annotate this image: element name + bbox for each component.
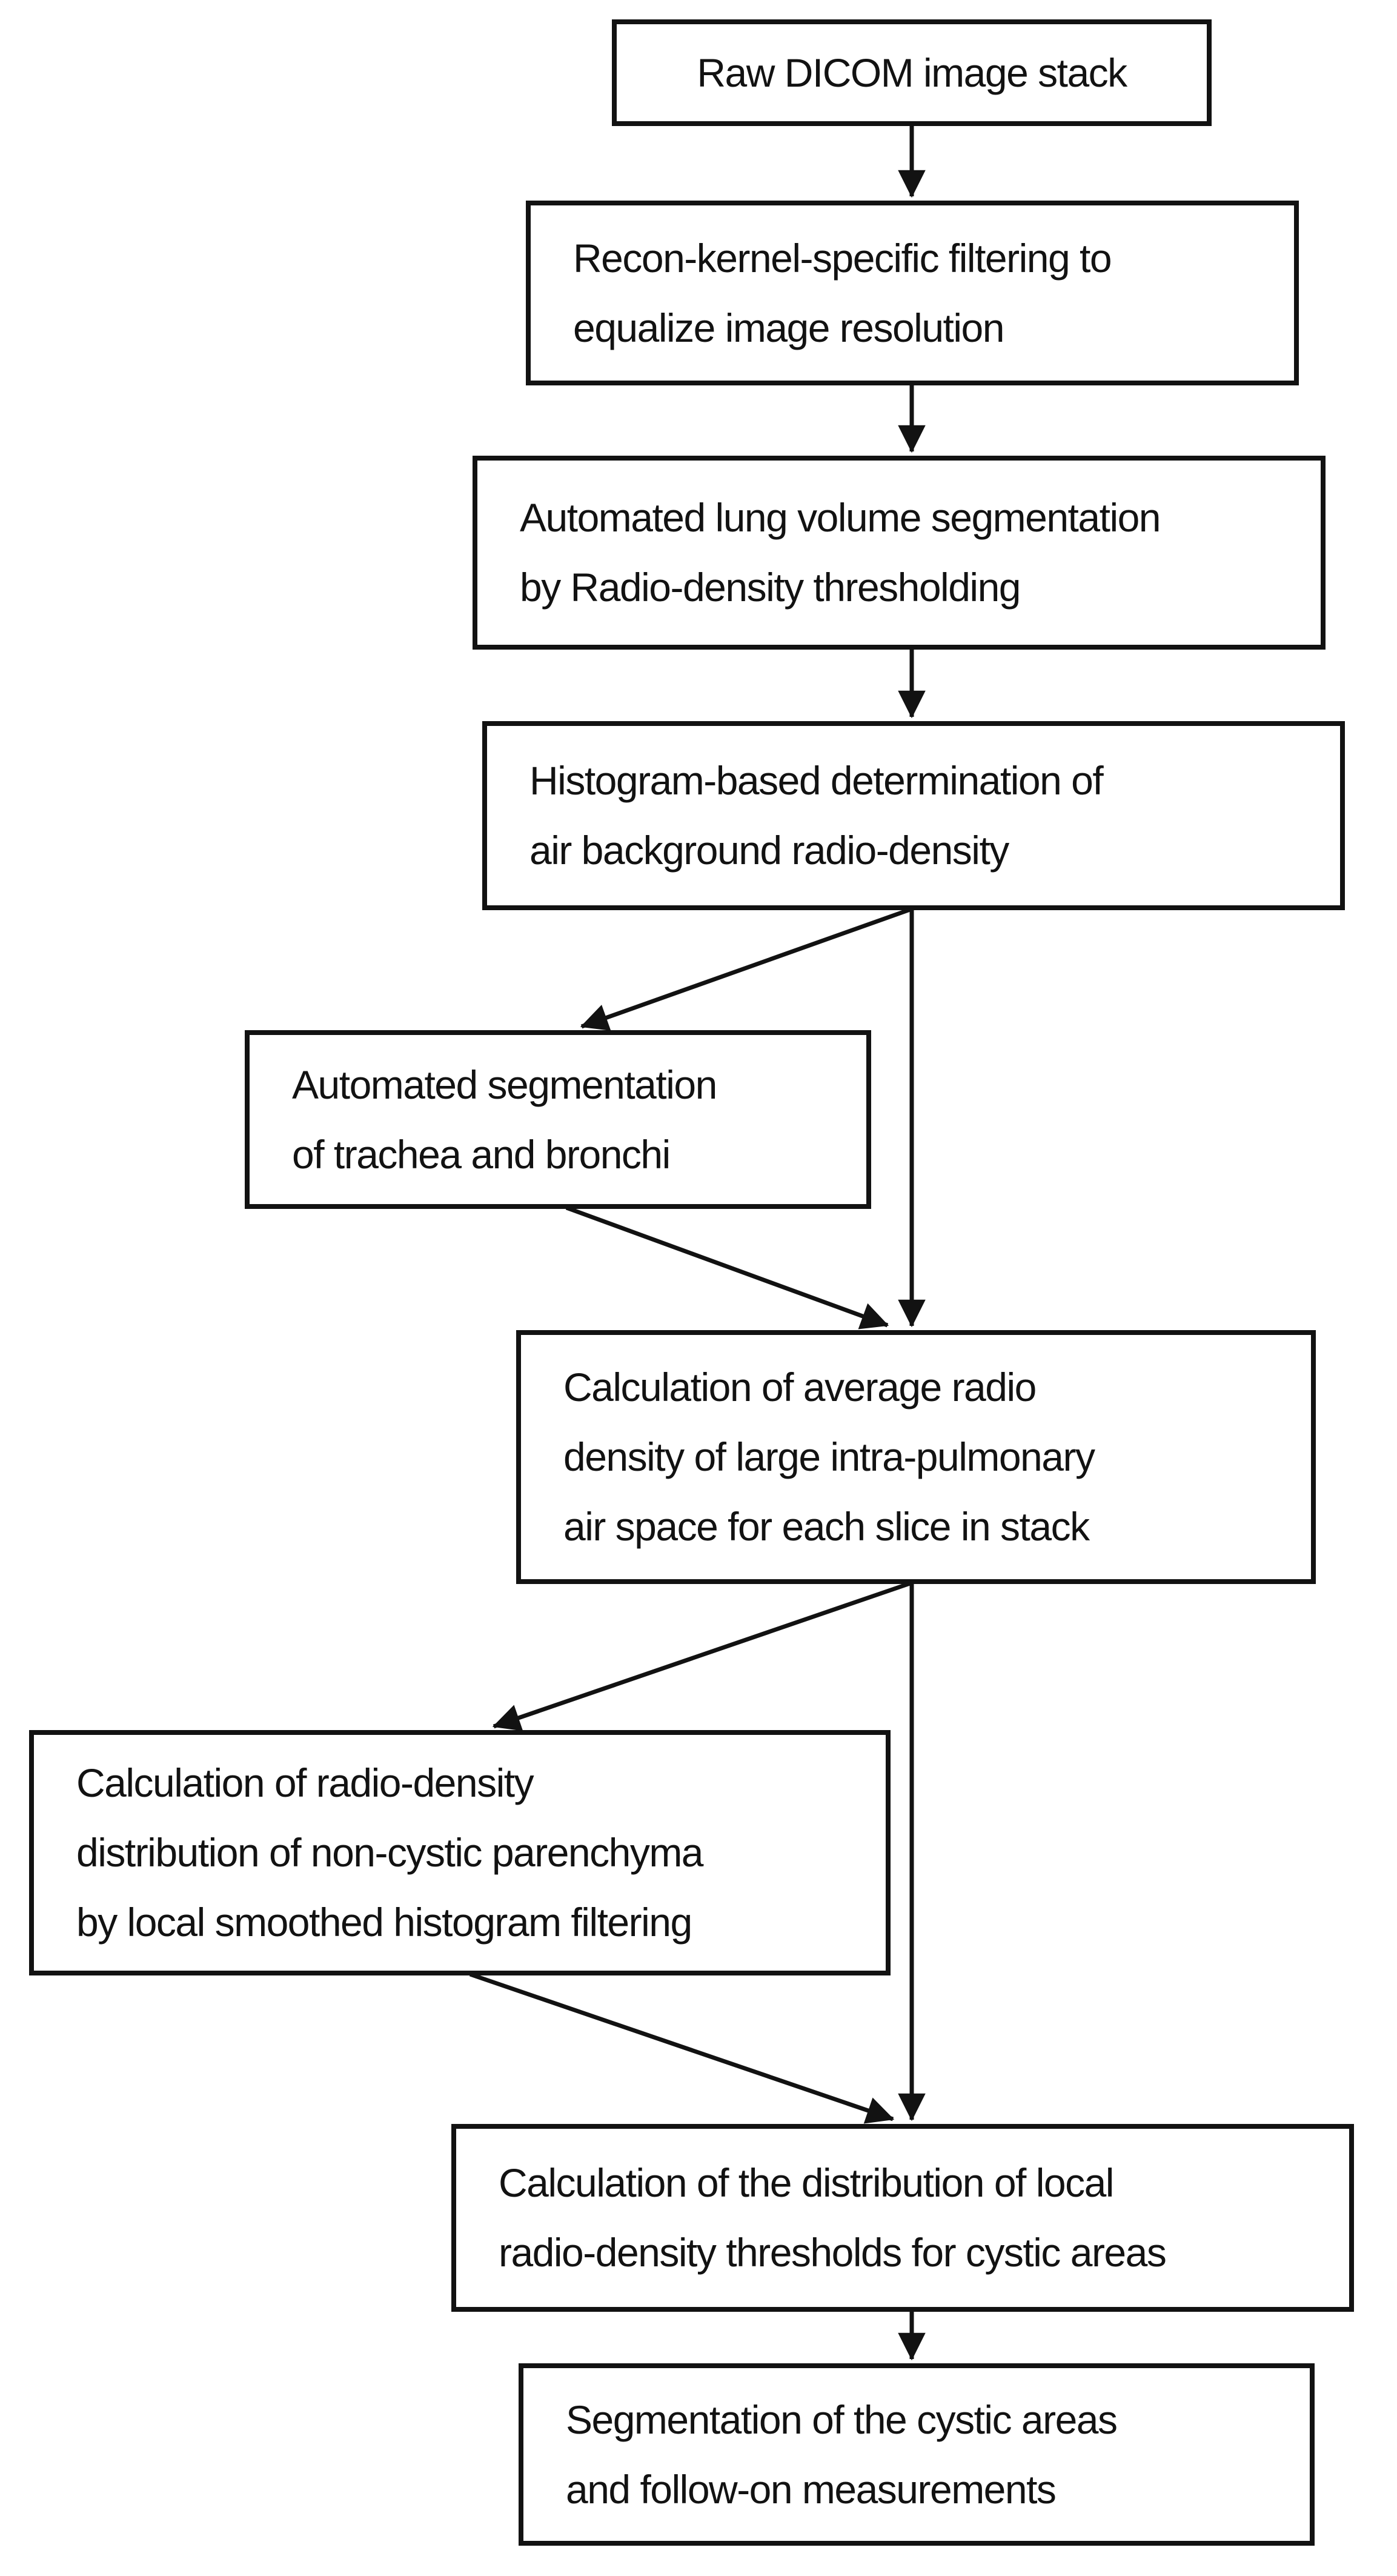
node-text-line: Calculation of average radio	[563, 1365, 1037, 1409]
node-text-line: Recon-kernel-specific filtering to	[573, 235, 1112, 281]
node-text-line: and follow-on measurements	[566, 2466, 1057, 2512]
node-local-cystic-thresholds: Calculation of the distribution of local…	[451, 2124, 1354, 2312]
node-text-line: of trachea and bronchi	[292, 1131, 671, 1177]
node-text-line: Raw DICOM image stack	[697, 50, 1127, 95]
node-text-line: Calculation of radio-density	[76, 1760, 534, 1805]
edge-trachea-to-average	[565, 1205, 889, 1330]
node-text-line: air background radio-density	[529, 828, 1009, 873]
node-non-cystic-parenchyma-distribution: Calculation of radio-density distributio…	[29, 1730, 891, 1975]
node-text-line: Automated segmentation	[292, 1062, 717, 1107]
node-trachea-bronchi-segmentation: Automated segmentation of trachea and br…	[245, 1030, 871, 1209]
node-text-line: Automated lung volume segmentation	[520, 495, 1161, 540]
node-text-line: Histogram-based determination of	[529, 758, 1104, 803]
node-text-line: distribution of non-cystic parenchyma	[76, 1830, 704, 1875]
edge-parenchyma-to-thresholds	[469, 1972, 895, 2124]
node-text-line: air space for each slice in stack	[563, 1504, 1090, 1549]
node-average-radio-density: Calculation of average radio density of …	[516, 1330, 1316, 1584]
node-raw-dicom-stack: Raw DICOM image stack	[612, 19, 1212, 126]
node-text-line: by Radio-density thresholding	[520, 565, 1021, 610]
edge-average-to-parenchyma	[492, 1580, 913, 1731]
node-text-line: Calculation of the distribution of local	[499, 2160, 1114, 2205]
edge-histogram-to-trachea	[580, 907, 913, 1031]
node-lung-volume-segmentation: Automated lung volume segmentation by Ra…	[473, 456, 1326, 650]
node-air-background-histogram: Histogram-based determination of air bac…	[482, 721, 1345, 910]
node-text-line: radio-density thresholds for cystic area…	[499, 2230, 1167, 2275]
node-text-line: equalize image resolution	[573, 305, 1004, 350]
node-text-line: Segmentation of the cystic areas	[566, 2397, 1118, 2442]
node-recon-kernel-filtering: Recon-kernel-specific filtering to equal…	[526, 201, 1299, 385]
node-text-line: by local smoothed histogram filtering	[76, 1900, 692, 1945]
node-cystic-segmentation: Segmentation of the cystic areas and fol…	[519, 2363, 1315, 2546]
node-text-line: density of large intra-pulmonary	[563, 1434, 1095, 1479]
